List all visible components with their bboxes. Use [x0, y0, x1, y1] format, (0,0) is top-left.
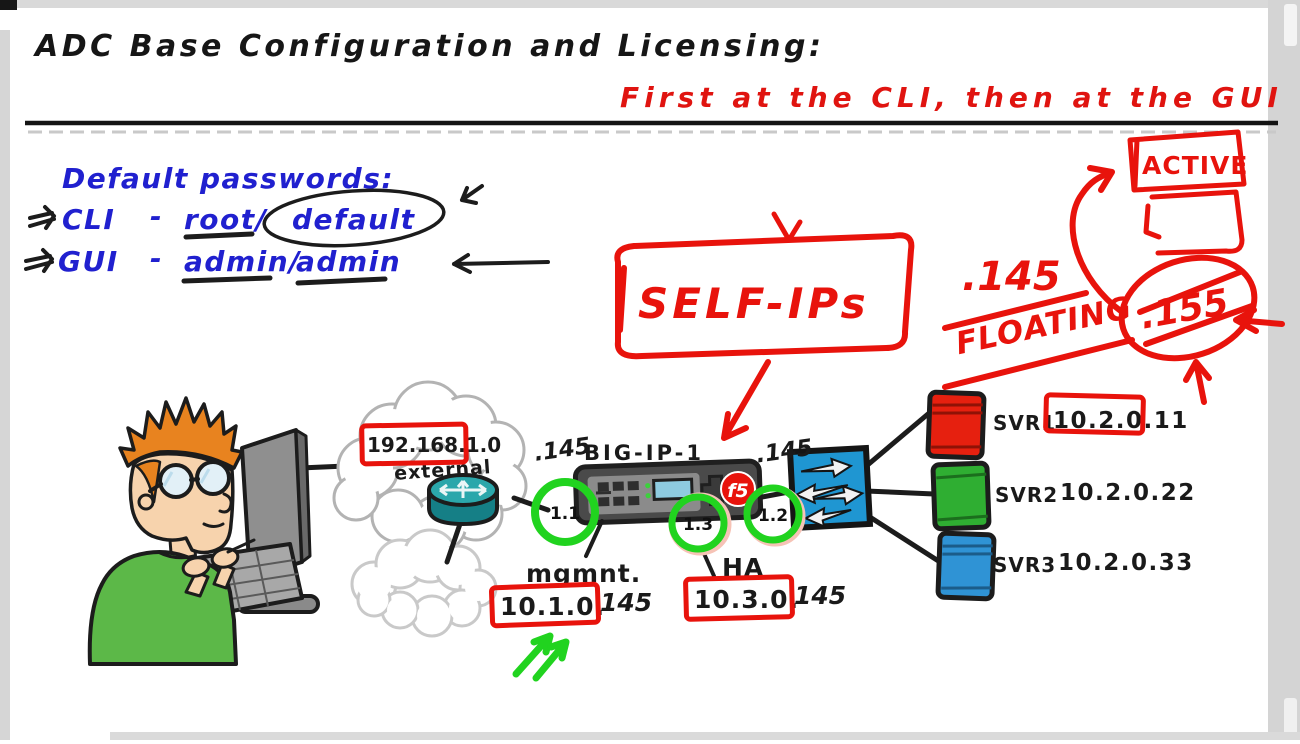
- frame-top-bar: [0, 0, 1300, 8]
- page-title: ADC Base Configuration and Licensing:: [33, 29, 824, 64]
- pen-icon: [226, 538, 256, 554]
- scrollbar-thumb[interactable]: [1284, 4, 1297, 46]
- router-icon: [427, 473, 499, 526]
- root-underline: [183, 231, 255, 240]
- f5-logo: f5: [720, 471, 756, 507]
- external-network-address: 192.168.1.0: [367, 433, 501, 457]
- cloud-bigip-line: [511, 495, 551, 513]
- server-svr2: SVR2 10.2.0.22: [930, 460, 1196, 532]
- switch-icon: [786, 444, 874, 532]
- switch-svr1-line: [861, 411, 931, 471]
- default-pointer-arrow-icon: [460, 184, 484, 205]
- sideburn: [134, 459, 162, 504]
- port-1-2: 1.2: [743, 484, 806, 547]
- server-svr3: SVR3 10.2.0.33: [935, 530, 1194, 602]
- admin-pointer-arrow-icon: [452, 253, 550, 274]
- selfips-arrow-icon: [721, 359, 771, 441]
- led-icon: [645, 493, 651, 499]
- server-svr1: SVR1 10.2.0.11: [925, 389, 1187, 461]
- stray-check-mark: [771, 211, 803, 243]
- mgmt-pointer-line: [584, 519, 604, 558]
- passwords-heading: Default passwords:: [62, 162, 394, 195]
- hair: [118, 396, 244, 470]
- mouth: [202, 522, 225, 528]
- ha-network: 10.3.0.: [694, 585, 799, 614]
- gui-label: GUI: [58, 245, 119, 278]
- switch-svr2-line: [863, 488, 937, 497]
- mgmt-host: 145: [600, 588, 652, 617]
- bigip-name: BIG-IP-1: [584, 441, 704, 465]
- glasses-icon: [148, 460, 231, 499]
- lcd-screen: [652, 477, 694, 502]
- mgmt-ip-redbox: [489, 581, 601, 629]
- active-text: ACTIVE: [1142, 151, 1248, 180]
- port-1-3: 1.3: [668, 492, 732, 556]
- active-annotation: ACTIVE: [1069, 129, 1248, 315]
- hand-left: [181, 556, 211, 578]
- frame-left-strip: [0, 30, 10, 740]
- floating-ip-text: .145: [962, 254, 1061, 300]
- hand-right: [210, 547, 240, 569]
- cli-arrow-icon: [28, 205, 56, 230]
- default-circle: [262, 188, 446, 248]
- failover-curved-arrow-icon: [1069, 165, 1125, 315]
- standby-l-mark: [1143, 203, 1162, 240]
- person-illustration: [87, 396, 349, 666]
- switch-svr3-line: [859, 509, 943, 565]
- server-name: SVR2: [995, 483, 1058, 507]
- collar: [156, 550, 196, 560]
- mgmt-network: 10.1.0.: [500, 592, 605, 621]
- selfips-annotation: SELF-IPs: [614, 211, 915, 441]
- standby-box: [1149, 189, 1245, 256]
- external-cloud: 192.168.1.0 external: [332, 380, 528, 554]
- shirt: [87, 550, 238, 666]
- cli-user: root/: [184, 203, 269, 236]
- selfips-text: SELF-IPs: [638, 279, 870, 328]
- gui-pass: admin: [296, 245, 401, 278]
- right-arrow-icon: [1233, 307, 1285, 334]
- cli-label: CLI: [62, 203, 115, 236]
- nose: [218, 492, 233, 514]
- ear: [137, 493, 155, 511]
- cli-dash: -: [150, 200, 163, 233]
- svg-text:1.3: 1.3: [683, 515, 713, 535]
- svg-text:f5: f5: [727, 480, 749, 502]
- external-network-redbox: [359, 421, 469, 467]
- mgmt-green-arrows-icon: [512, 632, 570, 682]
- gui-arrow-icon: [24, 248, 54, 273]
- server-name: SVR3: [993, 553, 1056, 577]
- server-ip: 10.2.0.33: [1058, 550, 1194, 576]
- default-passwords-note: Default passwords: CLI - root/ default G…: [24, 162, 550, 286]
- up-arrow-icon: [1183, 359, 1212, 405]
- bigip-buttons: [595, 481, 640, 507]
- led-icon: [645, 483, 651, 489]
- ha-host: 145: [794, 581, 846, 610]
- admin2-underline: [295, 276, 388, 286]
- internal-cloud: [350, 528, 498, 638]
- wrist-left: [184, 570, 210, 598]
- server-ip: 10.2.0.22: [1060, 480, 1196, 506]
- cli-pass: default: [292, 203, 416, 236]
- svg-text:1.2: 1.2: [758, 506, 788, 526]
- gui-dash: -: [150, 242, 163, 275]
- page-subtitle: First at the CLI, then at the GUI: [620, 81, 1283, 114]
- admin1-underline: [181, 275, 273, 284]
- port-1-1: 1.1: [531, 478, 599, 546]
- floating-annotation: .145 FLOATING: [942, 254, 1135, 390]
- frame-bottom-bar: [110, 732, 1300, 740]
- scrollbar-bottom-notch: [1284, 698, 1297, 736]
- wrist-right: [212, 562, 236, 590]
- gui-user: admin/: [184, 245, 302, 278]
- svr1-ip-redbox: [1043, 392, 1146, 436]
- router-cloud-line: [444, 521, 463, 565]
- ha-ip-redbox: [683, 574, 795, 622]
- svg-text:1.1: 1.1: [550, 504, 580, 524]
- frame-topleft-mark: [0, 0, 17, 10]
